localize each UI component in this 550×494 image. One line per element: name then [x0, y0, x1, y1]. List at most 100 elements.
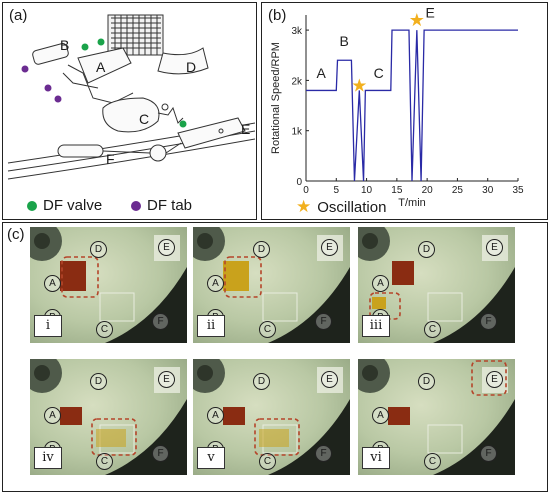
y-tick-label: 1k	[291, 127, 303, 138]
liquid-fill	[60, 407, 82, 425]
x-tick-label: 5	[334, 185, 340, 196]
legend-df-tab-text: DF tab	[147, 197, 193, 214]
photo-frame: ABCDEFi	[30, 227, 187, 343]
disc-edge	[433, 399, 515, 475]
liquid-fill	[392, 261, 414, 285]
chamber-circle-label: F	[480, 313, 497, 330]
frame-roman-label: i	[34, 315, 62, 337]
hub-element	[362, 365, 378, 381]
frame-roman-label: iii	[362, 315, 390, 337]
photo-frame: ABCDEFiii	[358, 227, 515, 343]
chamber-c-well	[427, 424, 463, 454]
phase-label: C	[374, 65, 384, 81]
highlight-box	[369, 292, 401, 320]
liquid-fill-c	[96, 429, 126, 447]
chamber-circle-label: E	[486, 371, 503, 388]
chamber-circle-label: E	[486, 239, 503, 256]
chamber-circle-label: A	[372, 275, 389, 292]
disc-schematic	[7, 14, 255, 180]
chamber-circle-label: E	[321, 239, 338, 256]
legend-df-valve: DF valve	[27, 197, 102, 214]
chamber-c-well	[427, 292, 463, 322]
chamber-circle-label: D	[418, 373, 435, 390]
df-valve-markers	[81, 38, 187, 128]
liquid-fill	[223, 407, 245, 425]
chamber-circle-label: A	[372, 407, 389, 424]
chamber-circle-label: F	[152, 445, 169, 462]
phase-label: A	[316, 65, 326, 81]
purple-dot-icon	[131, 200, 141, 211]
liquid-fill	[388, 407, 410, 425]
chamber-circle-label: C	[424, 321, 441, 338]
chamber-circle-label: D	[253, 241, 270, 258]
photo-frame: ABCDEFii	[193, 227, 350, 343]
hub-element	[197, 365, 213, 381]
chamber-circle-label: F	[315, 445, 332, 462]
chamber-circle-label: A	[207, 275, 224, 292]
chamber-circle-label: F	[315, 313, 332, 330]
liquid-fill	[223, 261, 249, 291]
chamber-e-shape	[177, 117, 246, 149]
chamber-a-shape	[77, 47, 132, 84]
disc-arc-3	[7, 138, 255, 180]
chamber-circle-label: C	[259, 453, 276, 470]
disc-edge	[433, 267, 515, 343]
star-icon: ★	[296, 197, 312, 216]
chamber-label-d: D	[186, 59, 197, 75]
hub-element	[34, 233, 50, 249]
x-tick-label: 25	[452, 185, 464, 196]
chamber-circle-label: F	[480, 445, 497, 462]
chamber-circle-label: D	[90, 373, 107, 390]
x-tick-label: 10	[361, 185, 373, 196]
oscillation-star: ★	[351, 75, 367, 96]
panel-label-c: (c)	[7, 226, 25, 243]
y-tick-label: 2k	[291, 76, 303, 87]
chamber-circle-label: E	[158, 371, 175, 388]
photo-frame: ABCDEFv	[193, 359, 350, 475]
frame-roman-label: iv	[34, 447, 62, 469]
hub-element	[34, 365, 50, 381]
chamber-circle-label: E	[158, 239, 175, 256]
chamber-c-well	[262, 292, 298, 322]
panel-label-b: (b)	[268, 7, 287, 24]
oscillation-star: ★	[409, 10, 425, 31]
highlight-box	[471, 360, 507, 396]
y-axis-label: Rotational Speed/RPM	[270, 42, 282, 154]
panel-a: (a)	[2, 2, 257, 220]
disc-edge	[105, 267, 187, 343]
phase-label: B	[339, 33, 348, 49]
df-tab-markers	[21, 65, 62, 103]
disc-edge	[268, 267, 350, 343]
chamber-label-b: B	[60, 37, 70, 53]
df-tab-2	[44, 84, 52, 92]
liquid-fill	[60, 261, 86, 291]
chamber-circle-label: C	[96, 453, 113, 470]
y-tick-label: 3k	[291, 26, 303, 37]
highlight-box	[61, 256, 99, 298]
legend-oscillation: ★ Oscillation	[296, 197, 386, 217]
chamber-circle-label: F	[152, 313, 169, 330]
x-axis-label: T/min	[398, 197, 426, 209]
chamber-circle-label: A	[207, 407, 224, 424]
photo-frame: ABCDEFiv	[30, 359, 187, 475]
phase-label: E	[425, 5, 434, 21]
highlight-box	[254, 418, 300, 456]
chamber-circle-label: D	[253, 373, 270, 390]
chamber-label-f: F	[106, 151, 115, 167]
chamber-d-shape	[157, 47, 209, 75]
chamber-circle-label: C	[96, 321, 113, 338]
hub-element	[197, 233, 213, 249]
chamber-label-c: C	[139, 111, 150, 127]
df-valve-3	[179, 120, 187, 128]
chamber-circle-label: D	[418, 241, 435, 258]
x-tick-label: 15	[391, 185, 403, 196]
x-tick-label: 35	[512, 185, 524, 196]
legend-oscillation-text: Oscillation	[317, 198, 387, 216]
legend-df-tab: DF tab	[131, 197, 192, 214]
chamber-f-shape	[57, 144, 104, 158]
frame-roman-label: v	[197, 447, 225, 469]
df-valve-2	[97, 38, 105, 46]
rpm-series-line	[306, 29, 518, 182]
